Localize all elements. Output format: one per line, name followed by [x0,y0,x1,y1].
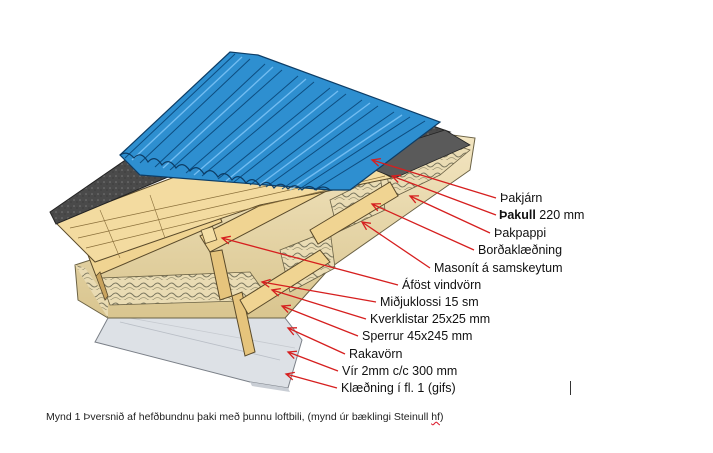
leader-line-gypsum-cladding [285,373,338,389]
caption-company-suffix: hf [431,411,440,423]
leader-line-vapor-barrier [287,327,346,355]
label-corner-strips: Kverklistar 25x25 mm [370,312,491,326]
arrowhead-masonite [360,221,371,231]
label-masonite: Masonít á samskeytum [434,261,563,275]
arrowhead-rafters [280,304,292,314]
ceiling-vapor-layer [94,317,303,392]
label-vapor-barrier: Rakavörn [349,347,403,361]
arrowhead-vapor-barrier [286,327,298,336]
figure-caption: Mynd 1 Þversnið af hefðbundnu þaki með þ… [46,411,443,423]
leader-line-board-sheathing [371,203,475,251]
leader-line-roof-insulation [391,175,497,216]
leader-line-corner-strips [271,289,367,320]
label-roof-insulation: Þakull 220 mm [499,208,584,222]
leader-line-wind-barrier [221,237,399,286]
corrugated-roof-sheet [119,51,442,191]
label-wire: Vír 2mm c/c 300 mm [342,364,458,378]
arrowhead-roof-sheet [370,157,381,167]
arrowhead-middle-block [260,278,271,288]
label-roof-paper: Þakpappi [494,226,547,240]
label-roof-insulation-size: 220 mm [535,208,585,222]
leader-line-wire [287,351,339,372]
label-rafters: Sperrur 45x245 mm [362,329,473,343]
label-wind-barrier: Áföst vindvörn [402,278,482,292]
label-middle-block: Miðjuklossi 15 sm [380,295,479,309]
leader-line-rafters [281,305,359,337]
leader-line-roof-sheet [371,159,497,199]
leader-arrows [220,157,497,389]
leader-line-masonite [361,221,431,269]
leader-line-roof-paper [409,195,491,234]
arrowhead-wire [286,350,298,359]
label-roof-sheet: Þakjárn [500,191,543,205]
arrowhead-corner-strips [270,288,281,297]
arrowhead-wind-barrier [220,235,231,245]
arrowhead-roof-insulation [390,174,402,183]
label-board-sheathing: Borðaklæðning [478,243,563,257]
label-roof-insulation-bold: Þakull [499,208,536,222]
label-gypsum-cladding: Klæðning í fl. 1 (gifs) [341,381,456,395]
arrowhead-board-sheathing [370,203,382,212]
arrowhead-gypsum-cladding [284,371,295,381]
text-cursor [570,381,571,395]
leader-line-middle-block [261,281,377,303]
caption-close: ) [439,411,444,423]
caption-main: Mynd 1 Þversnið af hefðbundnu þaki með þ… [46,411,432,423]
arrowhead-roof-paper [408,195,420,204]
